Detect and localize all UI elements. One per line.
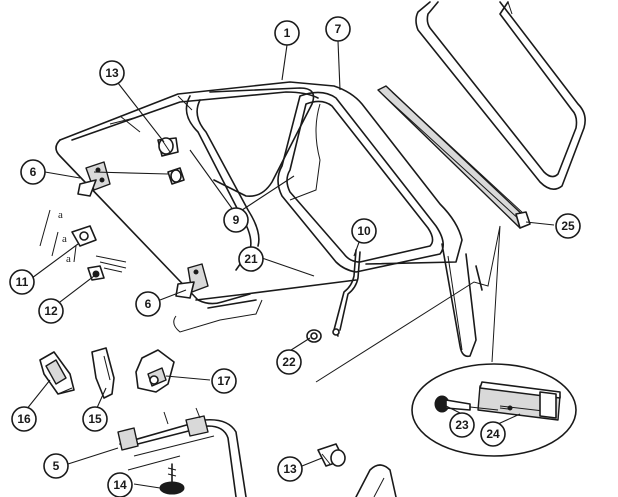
callout-22: 22 [276, 349, 302, 375]
callout-5: 5 [43, 453, 69, 479]
callout-6-upper: 6 [20, 159, 46, 185]
callout-label: 23 [455, 418, 469, 432]
callout-13-upper: 13 [99, 60, 125, 86]
callout-label: 6 [145, 297, 152, 311]
callout-7: 7 [325, 16, 351, 42]
rear-window-glass [415, 1, 586, 190]
callout-9: 9 [223, 207, 249, 233]
screw-12 [87, 265, 105, 281]
callout-label: 25 [561, 219, 575, 233]
callout-label: 14 [113, 478, 127, 492]
hinge-bolt-13-lower [317, 443, 346, 467]
callout-13-lower: 13 [277, 456, 303, 482]
callout-14: 14 [107, 472, 133, 497]
callout-label: 15 [88, 412, 102, 426]
hardtop-frame [55, 81, 463, 333]
body-panel-corner [355, 464, 397, 497]
callout-16: 16 [11, 406, 37, 432]
callout-23: 23 [449, 412, 475, 438]
support-rod [332, 249, 361, 337]
callout-label: 16 [17, 412, 31, 426]
callout-label: 10 [357, 224, 371, 238]
right-pillar [441, 243, 483, 358]
callout-label: 5 [53, 459, 60, 473]
callout-24: 24 [480, 421, 506, 447]
callout-21: 21 [238, 246, 264, 272]
svg-text:a: a [62, 233, 67, 245]
hinge-bolt-13 [157, 137, 185, 185]
callout-6-lower: 6 [135, 291, 161, 317]
detail-circle [411, 363, 577, 457]
callout-label: 22 [282, 355, 296, 369]
callout-1: 1 [274, 20, 300, 46]
weatherstrip-rail [377, 85, 531, 229]
callout-label: 17 [217, 374, 231, 388]
callout-label: 24 [486, 427, 500, 441]
callout-11: 11 [9, 269, 35, 295]
knob-14 [159, 463, 185, 495]
callout-label: 21 [244, 252, 258, 266]
callout-12: 12 [38, 298, 64, 324]
svg-text:a: a [58, 209, 63, 221]
grommet-22 [306, 329, 322, 343]
callout-label: 11 [16, 275, 29, 289]
lower-window-frame [117, 407, 247, 497]
bracket-11: a a a [39, 209, 127, 273]
callout-17: 17 [211, 368, 237, 394]
cover-17 [135, 349, 175, 393]
callout-label: 12 [44, 304, 58, 318]
callout-25: 25 [555, 213, 581, 239]
callout-label: 13 [105, 66, 119, 80]
hinge-6-upper [77, 161, 111, 197]
callout-10: 10 [351, 218, 377, 244]
bumper-16 [39, 351, 75, 395]
callout-label: 6 [30, 165, 37, 179]
callout-15: 15 [82, 406, 108, 432]
svg-text:a: a [66, 253, 71, 265]
callout-label: 13 [283, 462, 297, 476]
callout-label: 1 [284, 26, 291, 40]
spacer-15 [91, 347, 115, 399]
callout-label: 9 [233, 213, 240, 227]
callout-label: 7 [335, 22, 342, 36]
